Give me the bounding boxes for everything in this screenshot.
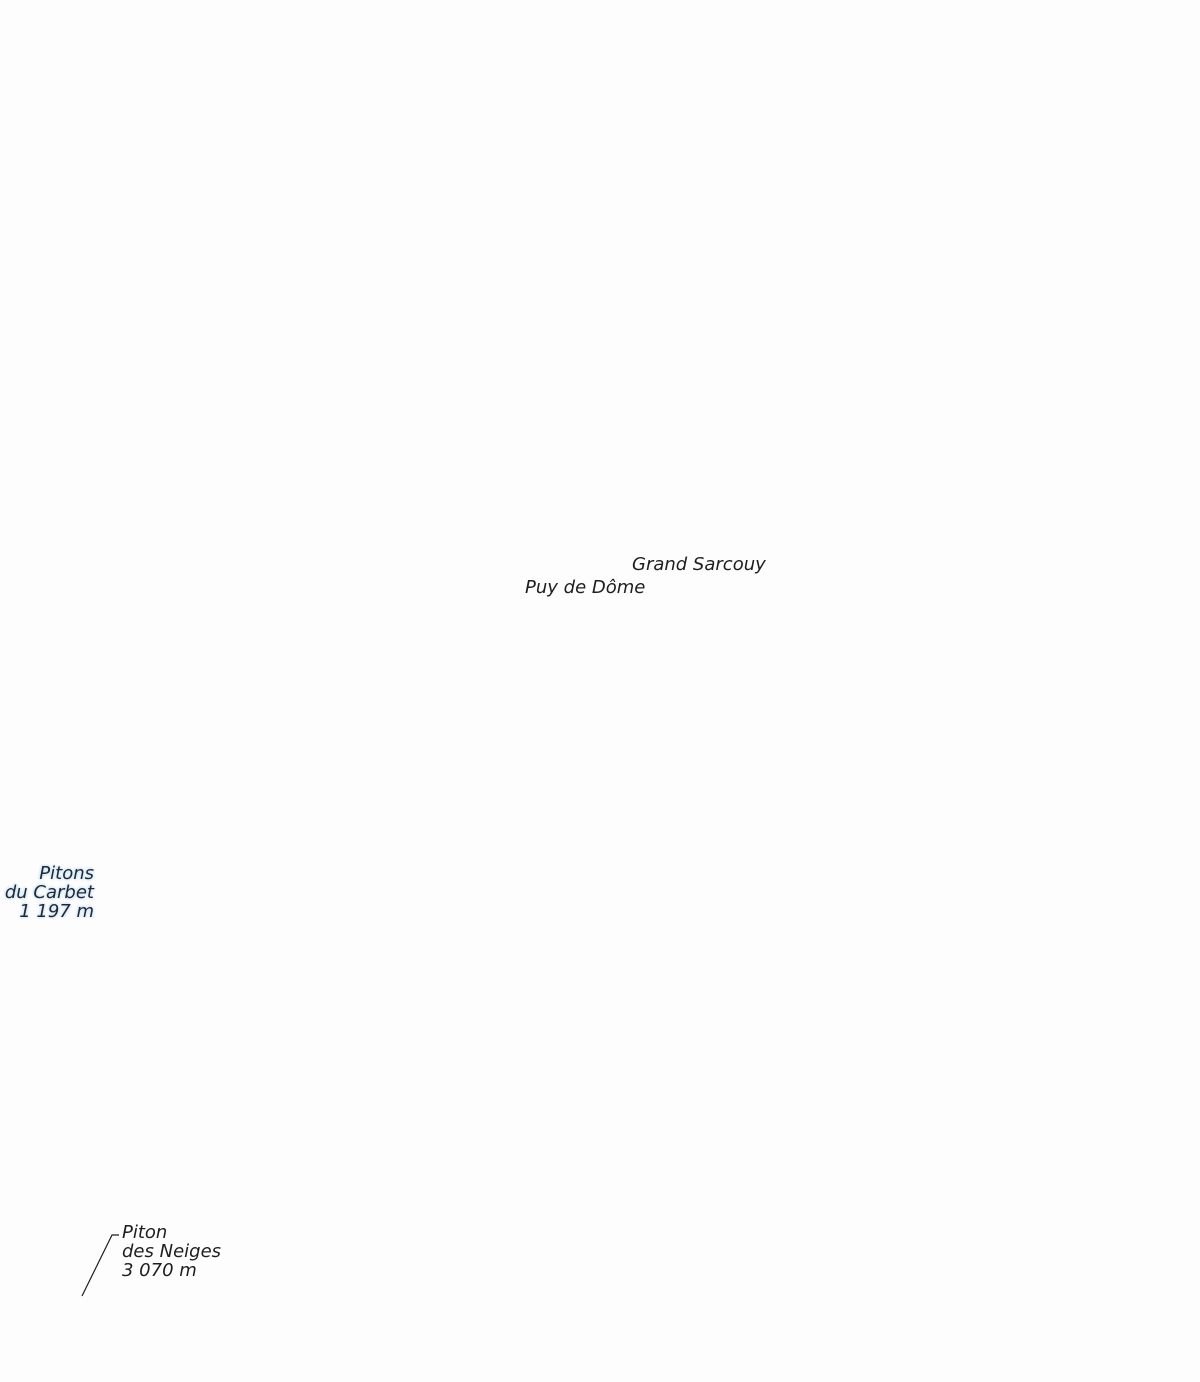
piton-des-neiges-name-line2: des Neiges xyxy=(122,1241,222,1262)
label-pitons-du-carbet: Pitons du Carbet 1 197 m xyxy=(0,864,94,921)
piton-des-neiges-name-line1: Piton xyxy=(122,1222,168,1243)
label-piton-des-neiges: Piton des Neiges 3 070 m xyxy=(122,1223,221,1280)
label-grand-sarcouy: Grand Sarcouy xyxy=(632,554,766,575)
piton-des-neiges-leader-line xyxy=(81,1234,119,1297)
label-puy-de-dome: Puy de Dôme xyxy=(525,577,646,598)
piton-des-neiges-elevation: 3 070 m xyxy=(122,1260,197,1281)
pitons-du-carbet-name-line1: Pitons xyxy=(39,863,94,884)
pitons-du-carbet-elevation: 1 197 m xyxy=(19,901,94,922)
pitons-du-carbet-name-line2: du Carbet xyxy=(4,882,94,903)
